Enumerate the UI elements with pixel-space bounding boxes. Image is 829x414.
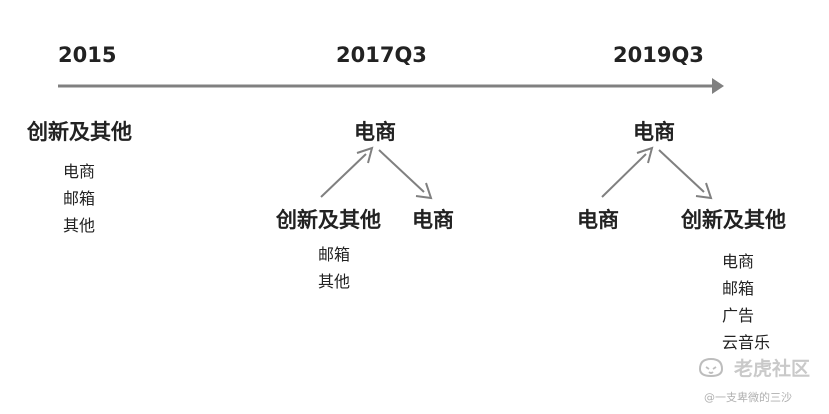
year-2017q3: 2017Q3 xyxy=(336,43,427,67)
stage-2015-items: 电商 邮箱 其他 xyxy=(63,158,95,239)
list-item: 电商 xyxy=(722,252,755,271)
stage-2019q3-right: 创新及其他 xyxy=(681,208,786,232)
arrow-2019q3-up xyxy=(601,146,654,198)
year-2015: 2015 xyxy=(58,43,117,67)
stage-2019q3-right-items: 电商 邮箱 广告 云音乐 xyxy=(722,248,770,356)
watermark-user: @一支卑微的三沙 xyxy=(704,391,792,404)
stage-2017q3-left: 创新及其他 xyxy=(276,208,381,232)
list-item: 云音乐 xyxy=(722,333,771,352)
stage-2017q3-left-items: 邮箱 其他 xyxy=(318,241,350,295)
list-item: 邮箱 xyxy=(722,279,755,298)
tiger-head-icon xyxy=(697,355,725,384)
stage-2019q3-top: 电商 xyxy=(633,120,675,144)
stage-2017q3-right: 电商 xyxy=(412,208,454,232)
watermark-brand: 老虎社区 xyxy=(734,358,811,380)
list-item: 其他 xyxy=(63,216,96,235)
list-item: 电商 xyxy=(63,162,96,181)
stage-2017q3-top: 电商 xyxy=(354,120,396,144)
arrow-2017q3-down xyxy=(378,149,433,200)
year-2019q3: 2019Q3 xyxy=(613,43,704,67)
list-item: 广告 xyxy=(722,306,755,325)
stage-2015-group: 创新及其他 xyxy=(27,120,132,144)
list-item: 邮箱 xyxy=(318,245,351,264)
timeline-arrowhead xyxy=(712,78,724,94)
arrow-2017q3-up xyxy=(320,146,374,198)
arrow-2019q3-down xyxy=(658,149,713,200)
list-item: 邮箱 xyxy=(63,189,96,208)
timeline-axis xyxy=(58,78,724,94)
list-item: 其他 xyxy=(318,272,351,291)
stage-2019q3-left: 电商 xyxy=(577,208,619,232)
